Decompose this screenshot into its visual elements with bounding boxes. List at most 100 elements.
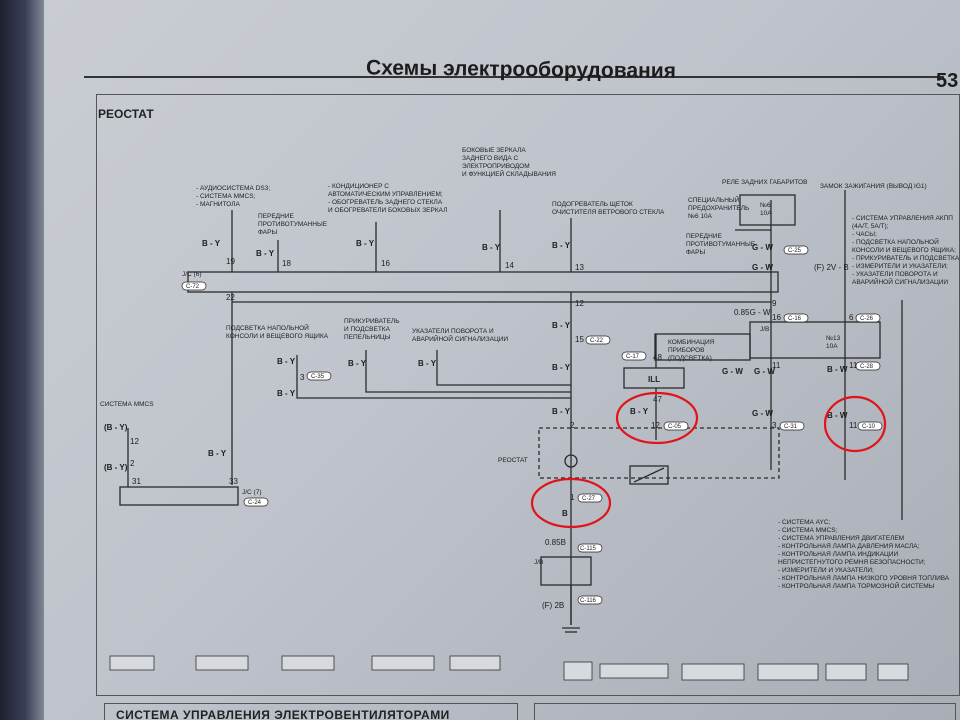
- label-floor-1: ПОДСВЕТКА НАПОЛЬНОЙ: [226, 323, 309, 332]
- wire-color: B - Y: [552, 241, 571, 250]
- connector-tag-c24: C-24: [243, 497, 269, 507]
- connector-c17-label: C-17: [626, 354, 640, 360]
- rheostat-element: [629, 465, 669, 485]
- label-right-top-3: - ПОДСВЕТКА НАПОЛЬНОЙ: [852, 237, 939, 246]
- wire-color: B - Y: [552, 407, 571, 416]
- header-rule: [84, 76, 944, 78]
- label-mirrors-4: И ФУНКЦИЕЙ СКЛАДЫВАНИЯ: [462, 169, 556, 178]
- wire-color: B - W: [827, 411, 848, 420]
- wire-color: B - Y: [277, 389, 296, 398]
- pin-number: 11: [849, 361, 858, 370]
- pin-number: 18: [282, 259, 291, 268]
- highlight-circle-ignition-pin11: [823, 395, 887, 453]
- label-cig-2: И ПОДСВЕТКА: [344, 326, 391, 333]
- rheostat-knob: [564, 454, 578, 468]
- connector-tag-c116: C-116: [577, 595, 603, 605]
- pin-number: 9: [772, 299, 777, 308]
- wire-color: (B - Y): [104, 463, 128, 472]
- wire-color: B - Y: [552, 363, 571, 372]
- label-right-bottom-8: - КОНТРОЛЬНАЯ ЛАМПА ТОРМОЗНОЙ СИСТЕМЫ: [778, 581, 935, 590]
- label-right-bottom-5: НЕПРИСТЕГНУТОГО РЕМНЯ БЕЗОПАСНОСТИ;: [778, 559, 926, 566]
- connector-diagram: [563, 661, 593, 681]
- highlight-circle-combo-pin12: [615, 391, 699, 445]
- pin-number: 12: [575, 299, 584, 308]
- label-f-2v-b: (F) 2V - B: [814, 263, 849, 272]
- label-front-fog-3: ФАРЫ: [258, 229, 277, 236]
- label-right-top-7: - УКАЗАТЕЛИ ПОВОРОТА И: [852, 271, 938, 278]
- pin-number: 19: [226, 257, 235, 266]
- wire-color: B - Y: [552, 321, 571, 330]
- connector-tag-c05: C-05: [663, 421, 689, 431]
- connector-tag-c17: C-17: [621, 351, 647, 361]
- label-jc7: J/C (7): [242, 489, 262, 496]
- label-front-fog2-2: ПРОТИВОТУМАННЫЕ: [686, 241, 756, 248]
- connector-diagram: [371, 655, 435, 671]
- pin-number: 6: [849, 313, 854, 322]
- connector-diagram: [109, 655, 155, 671]
- label-fuse6-2: 10А: [760, 210, 772, 217]
- label-cig-1: ПРИКУРИВАТЕЛЬ: [344, 318, 399, 325]
- label-mirrors-3: ЭЛЕКТРОПРИВОДОМ: [462, 163, 530, 170]
- label-right-bottom-0: - СИСТЕМА AYC;: [778, 519, 831, 526]
- label-ignition: ЗАМОК ЗАЖИГАНИЯ (ВЫВОД IG1): [820, 183, 927, 190]
- jb-right-box: [749, 321, 881, 359]
- label-mirrors-1: БОКОВЫЕ ЗЕРКАЛА: [462, 147, 526, 154]
- label-relay-tail: РЕЛЕ ЗАДНИХ ГАБАРИТОВ: [722, 179, 807, 186]
- label-front-fog-2: ПРОТИВОТУМАННЫЕ: [258, 221, 328, 228]
- jb-lower-box: [540, 556, 592, 586]
- connector-c22-label: C-22: [590, 338, 604, 344]
- label-085b: 0.85B: [545, 538, 566, 547]
- pin-number: 1: [570, 493, 575, 502]
- manual-page: Схемы электрооборудования 53 РЕОСТАТ СИС…: [44, 0, 960, 720]
- wire-color: (B - Y): [104, 423, 128, 432]
- label-f-2b: (F) 2B: [542, 601, 564, 610]
- section-title: РЕОСТАТ: [98, 107, 154, 121]
- pin-number: 11: [849, 421, 858, 430]
- pin-number: 15: [575, 335, 584, 344]
- connector-c26-label: C-26: [860, 316, 874, 322]
- label-fuse13-2: 10А: [826, 343, 838, 350]
- page-number: 53: [936, 70, 959, 92]
- label-right-bottom-1: - СИСТЕМА MMCS;: [778, 527, 838, 534]
- bottom-section-box: [104, 703, 518, 720]
- wire-color: B - Y: [482, 243, 501, 252]
- wire-color: B - Y: [256, 249, 275, 258]
- label-ac-2: АВТОМАТИЧЕСКИМ УПРАВЛЕНИЕМ;: [328, 191, 443, 198]
- label-front-fog2-3: ФАРЫ: [686, 249, 705, 256]
- pin-number: 12: [130, 437, 139, 446]
- rheostat-box: [538, 427, 780, 479]
- label-right-bottom-3: - КОНТРОЛЬНАЯ ЛАМПА ДАВЛЕНИЯ МАСЛА;: [778, 543, 920, 550]
- pin-number: 31: [132, 477, 141, 486]
- label-right-top-4: КОНСОЛИ И ВЕЩЕВОГО ЯЩИКА;: [852, 247, 956, 254]
- connector-c31-label: C-31: [784, 424, 798, 430]
- label-jc6: J/C (6): [182, 271, 202, 278]
- label-jb-right: J/B: [760, 326, 769, 333]
- connector-c28-label: C-28: [860, 364, 874, 370]
- connector-c35-label: C-35: [311, 374, 325, 380]
- connector-tag-c72: C-72: [181, 281, 207, 291]
- wire-color: B - Y: [208, 449, 227, 458]
- connector-diagram: [281, 655, 335, 671]
- connector-c16-label: C-16: [788, 316, 802, 322]
- label-special-fuse-3: №6 10А: [688, 213, 713, 220]
- label-jb-lower: J/B: [534, 559, 543, 566]
- label-wiper-1: ПОДОГРЕВАТЕЛЬ ЩЕТОК: [552, 201, 633, 208]
- label-rheostat: РЕОСТАТ: [498, 457, 528, 464]
- wire-color: B - Y: [277, 357, 296, 366]
- jc6-connector-bar: [187, 271, 779, 293]
- wire-color: G - W: [752, 243, 773, 252]
- wire-color: B - W: [827, 365, 848, 374]
- pin-number: 13: [575, 263, 584, 272]
- wire-color: B - Y: [630, 407, 649, 416]
- connector-c25-label: C-25: [788, 248, 802, 254]
- pin-number: 3: [300, 373, 305, 382]
- label-fuse13-1: №13: [826, 335, 841, 342]
- connector-diagram: [877, 663, 909, 681]
- pin-number: 3: [772, 421, 777, 430]
- pin-number: 2: [130, 459, 135, 468]
- label-ac-1: - КОНДИЦИОНЕР С: [328, 183, 389, 190]
- label-special-fuse-1: СПЕЦИАЛЬНЫЙ: [688, 195, 740, 204]
- label-front-fog-1: ПЕРЕДНИЕ: [258, 213, 294, 220]
- wire-color: B - Y: [418, 359, 437, 368]
